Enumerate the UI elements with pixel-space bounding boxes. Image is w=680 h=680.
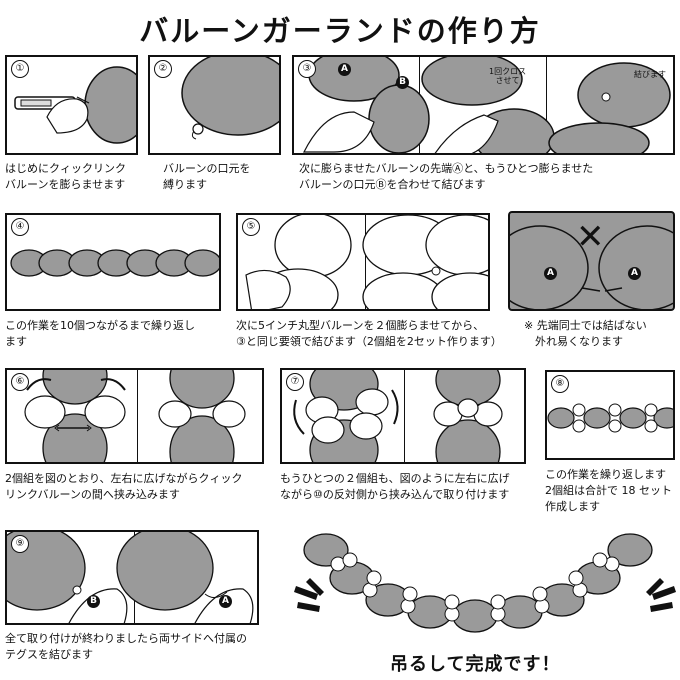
warning-caption: ※ 先端同士では結ばない 外れ易くなります xyxy=(524,319,647,348)
step-number: ④ xyxy=(11,218,29,236)
marker-b: B xyxy=(396,76,409,89)
step-8-caption: この作業を繰り返します 2個組は合計で 18 セット 作成します xyxy=(545,468,672,513)
step-7-caption: もうひとつの２個組も、図のように左右に広げ ながら⑩の反対側から挟み込んで取り付… xyxy=(280,472,510,501)
panel-divider xyxy=(365,215,366,309)
step-number: ⑨ xyxy=(11,535,29,553)
panel-divider xyxy=(137,370,138,462)
marker-a: A xyxy=(219,595,232,608)
step-1-panel: ① xyxy=(5,55,138,155)
step-number: ② xyxy=(154,60,172,78)
marker-a: A xyxy=(628,267,641,280)
step-number: ③ xyxy=(298,60,316,78)
repeat-chain-illustration xyxy=(547,403,673,433)
balloon-chain-illustration xyxy=(10,249,219,277)
balloon-pump-illustration xyxy=(14,66,136,144)
insert-pair-illustration xyxy=(24,370,246,462)
step-number: ⑦ xyxy=(286,373,304,391)
tying-balloons-illustration xyxy=(303,57,671,153)
tie-string-illustration xyxy=(7,532,254,623)
label-tie: 結びます xyxy=(634,70,666,79)
step-number: ⑧ xyxy=(551,375,569,393)
step-5-panel: ⑤ xyxy=(236,213,490,311)
marker-a: A xyxy=(544,267,557,280)
page-title: バルーンガーランドの作り方 xyxy=(139,14,541,48)
panel-divider xyxy=(546,57,547,153)
step-4-caption: この作業を10個つながるまで繰り返し ます xyxy=(5,319,195,348)
step-1-caption: はじめにクィックリンク バルーンを膨らませます xyxy=(5,162,126,191)
step-4-panel: ④ xyxy=(5,213,221,311)
step-number: ⑤ xyxy=(242,218,260,236)
step-number: ① xyxy=(11,60,29,78)
step-6-panel: ⑥ xyxy=(5,368,264,464)
cross-icon: ✕ xyxy=(576,217,605,257)
step-2-caption: バルーンの口元を 縛ります xyxy=(163,162,251,191)
step-number: ⑥ xyxy=(11,373,29,391)
step-9-panel: ⑨ B A xyxy=(5,530,259,625)
step-6-caption: 2個組を図のとおり、左右に広げながらクィック リンクバルーンの間へ挟み込みます xyxy=(5,472,243,501)
finished-garland-illustration xyxy=(294,533,676,633)
round-balloons-illustration xyxy=(245,215,488,309)
balloon-tied-illustration xyxy=(181,57,279,140)
final-caption: 吊るして完成です！ xyxy=(390,654,561,675)
panel-divider xyxy=(404,370,405,462)
step-3-caption: 次に膨らませたバルーンの先端Ⓐと、もうひとつ膨らませた バルーンの口元Ⓑを合わせ… xyxy=(299,162,594,191)
marker-b: B xyxy=(87,595,100,608)
warning-panel: ✕ A A xyxy=(508,211,675,311)
step-5-caption: 次に5インチ丸型バルーンを２個膨らませてから、 ③と同じ要領で結びます（2個組を… xyxy=(236,319,502,348)
step-7-panel: ⑦ xyxy=(280,368,526,464)
step-2-panel: ② xyxy=(148,55,281,155)
step-8-panel: ⑧ xyxy=(545,370,675,460)
step-3-panel: ③ A B 1回クロス させて 結びます xyxy=(292,55,675,155)
label-cross-once: 1回クロス させて xyxy=(489,67,527,85)
step-9-caption: 全て取り付けが終わりましたら両サイドへ付属の テグスを結びます xyxy=(5,632,247,661)
marker-a: A xyxy=(338,63,351,76)
insert-second-pair-illustration xyxy=(293,370,503,462)
